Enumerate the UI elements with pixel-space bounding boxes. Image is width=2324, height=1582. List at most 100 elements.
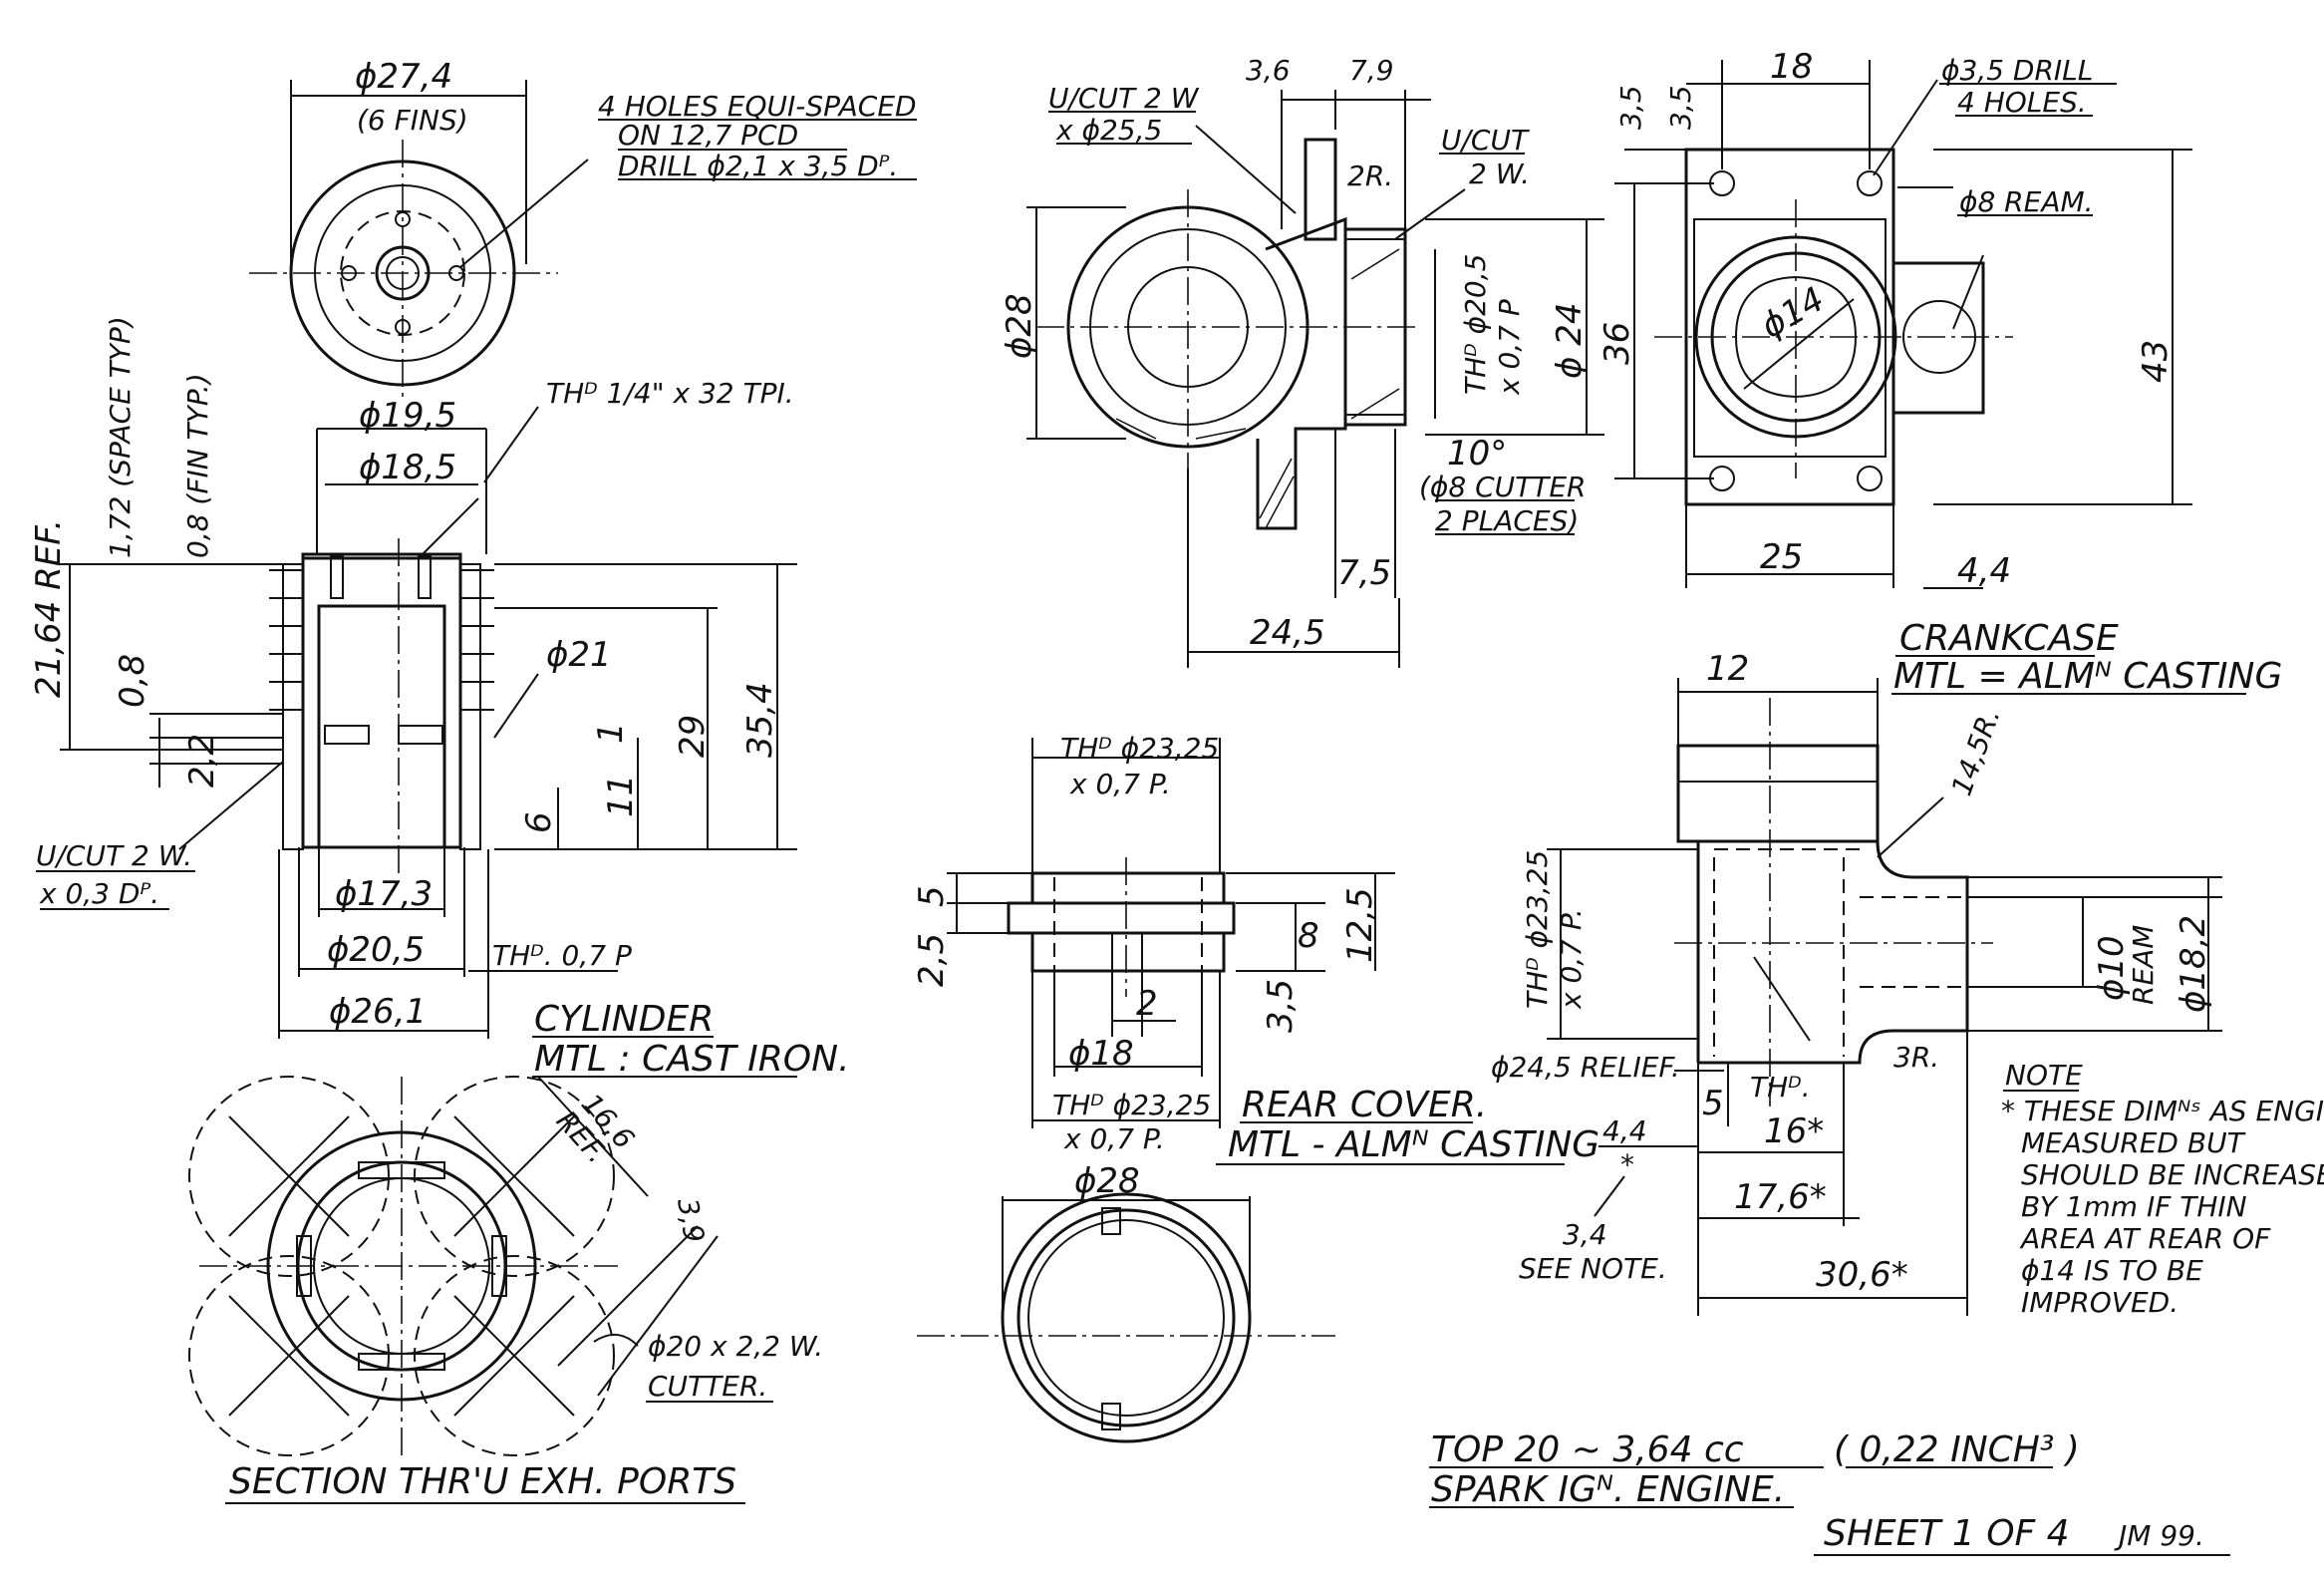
title-engine: TOP 20 ~ 3,64 cc <box>1431 1429 1744 1470</box>
rear-dim-2-5: 2,5 <box>912 933 952 987</box>
note-line-6: ϕ14 IS TO BE <box>2021 1254 2203 1287</box>
fins-note: (6 FINS) <box>357 104 468 137</box>
rear-dim-28: ϕ28 <box>1074 1161 1140 1201</box>
dim-35-4: 35,4 <box>740 682 780 758</box>
side-thd-1: THᴰ ϕ20,5 <box>1459 254 1492 395</box>
dim-4-4: 4,4 <box>1957 551 2011 591</box>
cutter-2: CUTTER. <box>648 1370 767 1403</box>
side-cutter-1: (ϕ8 CUTTER <box>1419 471 1587 503</box>
sec-radius-14-5: 14,5R. <box>1945 704 2007 800</box>
rear-thd-a-1: THᴰ ϕ23,25 <box>1060 732 1219 765</box>
exhaust-port-section: 16,6 REF. 3,9 ϕ20 x 2,2 W. CUTTER. SECTI… <box>188 1076 823 1504</box>
dim-26-1: ϕ26,1 <box>329 992 427 1032</box>
side-ucut-1: U/CUT 2 W <box>1048 82 1200 115</box>
thd-0-7: THᴰ. 0,7 P <box>492 939 632 972</box>
sec-ream: REAM <box>2127 925 2160 1005</box>
note-heading: NOTE <box>2005 1059 2083 1092</box>
note-line-7: IMPROVED. <box>2021 1286 2179 1319</box>
dim-7-5: 7,5 <box>1337 553 1391 593</box>
title-type: SPARK IGᴺ. ENGINE. <box>1431 1469 1785 1510</box>
note-line-3: SHOULD BE INCREASED <box>2021 1158 2324 1191</box>
fin-typ: 0,8 (FIN TYP.) <box>181 373 214 558</box>
title-initials: JM 99. <box>2114 1519 2204 1552</box>
dim-18-5: ϕ18,5 <box>359 448 456 487</box>
sec-thd-2: x 0,7 P. <box>1555 908 1588 1010</box>
dim-3-5-b: 3,5 <box>1664 85 1697 130</box>
dim-2-2: 2,2 <box>182 734 222 788</box>
dim-7-9: 7,9 <box>1349 54 1394 87</box>
holes-note-2: ON 12,7 PCD <box>618 119 798 152</box>
rear-thd-b-1: THᴰ ϕ23,25 <box>1052 1089 1211 1121</box>
rear-title: REAR COVER. <box>1242 1085 1487 1125</box>
rear-thd-a-2: x 0,7 P. <box>1069 768 1171 800</box>
note-line-1: * THESE DIMᴺˢ AS ENGINE <box>2001 1095 2324 1127</box>
dim-3-9: 3,9 <box>671 1195 711 1245</box>
ucut-r-2: 2 W. <box>1469 158 1530 190</box>
title-sheet: SHEET 1 OF 4 <box>1824 1513 2070 1554</box>
ream-8: ϕ8 REAM. <box>1959 185 2094 218</box>
sec-dia-18-2: ϕ18,2 <box>2174 915 2213 1013</box>
dim-1: 1 <box>591 722 631 744</box>
rear-material: MTL - ALMᴺ CASTING <box>1228 1124 1599 1165</box>
crankcase-front-view: ϕ14 3,5 3,5 18 ϕ3,5 DRILL 4 HOLES. ϕ8 RE… <box>1598 47 2282 697</box>
holes-note-3: DRILL ϕ2,1 x 3,5 Dᴾ. <box>618 150 898 182</box>
dim-21: ϕ21 <box>546 635 612 675</box>
ucut-r-1: U/CUT <box>1441 124 1530 157</box>
dim-29: 29 <box>673 715 713 758</box>
dim-24-5: 24,5 <box>1250 613 1325 653</box>
sec-dim-3-4: 3,4 <box>1563 1218 1607 1251</box>
sec-star: * <box>1620 1148 1634 1181</box>
title-block: TOP 20 ~ 3,64 cc ( 0,22 INCH³ ) SPARK IG… <box>1429 1429 2230 1556</box>
holes-note-1: 4 HOLES EQUI-SPACED <box>598 90 917 123</box>
rear-dim-5: 5 <box>912 885 952 907</box>
dim-11: 11 <box>601 775 641 817</box>
radius-2: 2R. <box>1347 159 1393 192</box>
crankcase-material: MTL = ALMᴺ CASTING <box>1893 656 2282 697</box>
sec-dia-10: ϕ10 <box>2092 935 2132 1001</box>
dim-19-5: ϕ19,5 <box>359 396 456 436</box>
crankcase-section-view: 12 14,5R. THᴰ ϕ23,25 x 0,7 P. ϕ10 REAM ϕ… <box>1491 649 2222 1316</box>
ucut-1: U/CUT 2 W. <box>36 839 192 872</box>
crankcase-side-view: ϕ28 U/CUT 2 W x ϕ25,5 3,6 7,9 2R. U/CUT … <box>1000 54 1604 668</box>
sec-dim-4-4: 4,4 <box>1602 1114 1647 1147</box>
rear-dim-18: ϕ18 <box>1068 1034 1134 1074</box>
dim-36: 36 <box>1598 322 1637 365</box>
drill-2: 4 HOLES. <box>1957 86 2087 119</box>
dim-43: 43 <box>2136 340 2176 383</box>
note-line-5: AREA AT REAR OF <box>2019 1222 2271 1255</box>
sec-thd-label: THᴰ. <box>1750 1071 1811 1104</box>
rear-thd-b-2: x 0,7 P. <box>1063 1122 1165 1155</box>
sec-see-note: SEE NOTE. <box>1519 1252 1667 1285</box>
dim-3-5-a: 3,5 <box>1614 85 1647 130</box>
rear-dim-12-5: 12,5 <box>1340 887 1380 963</box>
rear-cover-view: THᴰ ϕ23,25 x 0,7 P. 5 2,5 8 12,5 3,5 2 ϕ… <box>912 732 1599 1443</box>
dim-side-24: ϕ 24 <box>1550 303 1590 380</box>
design-note: NOTE * THESE DIMᴺˢ AS ENGINE MEASURED BU… <box>2001 1059 2324 1319</box>
sec-relief: ϕ24,5 RELIEF. <box>1491 1051 1680 1084</box>
sec-radius-3: 3R. <box>1893 1041 1939 1074</box>
cutter-1: ϕ20 x 2,2 W. <box>648 1330 823 1363</box>
space-typ: 1,72 (SPACE TYP) <box>104 316 137 558</box>
cylinder-title: CYLINDER <box>534 999 714 1040</box>
sec-dim-5: 5 <box>1702 1084 1724 1123</box>
title-volume: ( 0,22 INCH³ ) <box>1834 1429 2080 1470</box>
sec-thd-1: THᴰ ϕ23,25 <box>1521 850 1554 1009</box>
drill-1: ϕ3,5 DRILL <box>1941 54 2093 87</box>
dim-18: 18 <box>1770 47 1813 87</box>
note-line-4: BY 1mm IF THIN <box>2021 1190 2247 1223</box>
dim-3-6: 3,6 <box>1246 54 1291 87</box>
dim-17-3: ϕ17,3 <box>335 874 433 914</box>
dim-0-8: 0,8 <box>113 654 152 708</box>
dim-6: 6 <box>519 811 559 833</box>
cylinder-material: MTL : CAST IRON. <box>534 1039 850 1080</box>
side-cutter-2: 2 PLACES) <box>1435 504 1579 537</box>
dim-top-dia: ϕ27,4 <box>355 57 452 97</box>
side-thd-2: x 0,7 P <box>1493 299 1526 396</box>
side-ucut-2: x ϕ25,5 <box>1055 114 1162 147</box>
sec-dim-16: 16* <box>1764 1111 1824 1151</box>
rear-dim-8: 8 <box>1298 916 1319 956</box>
rear-dim-2: 2 <box>1136 984 1158 1024</box>
sec-dim-12: 12 <box>1706 649 1749 689</box>
ref-21-64: 21,64 REF. <box>29 519 69 698</box>
